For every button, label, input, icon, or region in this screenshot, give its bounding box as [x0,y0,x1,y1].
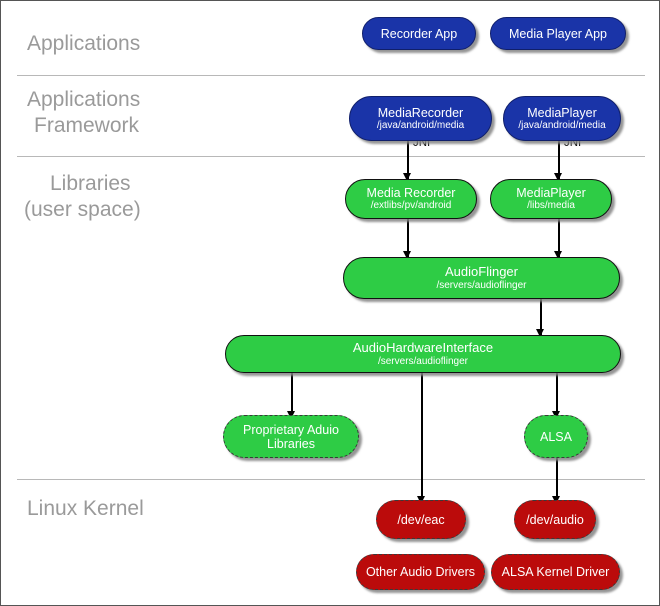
node-dev-audio[interactable]: /dev/audio [514,500,596,539]
node-dev-audio-title: /dev/audio [526,512,584,527]
connector-ahi-proprietary [291,373,293,415]
node-mediaplayer-lib-path: /libs/media [527,200,575,212]
layer-label-applications: Applications [27,32,141,55]
node-mediaplayer-lib-title: MediaPlayer [516,186,586,201]
layer-label-applications-framework-line1: Applications [27,88,141,111]
node-audioflinger-title: AudioFlinger [445,264,518,280]
arrowhead-mediaplayer-audioflinger [554,251,562,259]
node-mediaplayer-framework-path: /java/android/media [518,119,606,131]
arrowhead-mediarecorder-jni [403,173,411,181]
node-audiohardwareinterface[interactable]: AudioHardwareInterface /servers/audiofli… [225,335,621,373]
node-mediaplayer-framework-title: MediaPlayer [527,105,597,120]
connector-ahi-dev-eac [421,373,423,500]
connector-mediaplayer-audioflinger [558,219,560,257]
node-dev-eac[interactable]: /dev/eac [376,500,466,539]
layer-label-libraries-line2: (user space) [24,198,141,221]
node-audiohardwareinterface-path: /servers/audioflinger [377,355,469,367]
arrowhead-mediarecorder-audioflinger [403,251,411,259]
arrowhead-audioflinger-ahi [536,329,544,337]
connector-alsa-dev-audio [556,458,558,500]
node-proprietary-audio-libraries-title-line1: Proprietary Aduio [243,422,339,437]
node-audiohardwareinterface-title: AudioHardwareInterface [352,340,494,356]
node-recorder-app[interactable]: Recorder App [362,17,476,50]
node-alsa-title: ALSA [540,429,572,444]
node-recorder-app-title: Recorder App [380,26,458,41]
divider-applications [17,75,645,76]
node-audioflinger[interactable]: AudioFlinger /servers/audioflinger [343,257,620,299]
node-mediaplayer-lib[interactable]: MediaPlayer /libs/media [490,179,612,219]
node-mediarecorder-framework[interactable]: MediaRecorder /java/android/media [349,96,492,141]
node-media-recorder-lib[interactable]: Media Recorder /extlibs/pv/android [345,179,477,219]
connector-mediarecorder-audioflinger [407,219,409,257]
node-other-audio-drivers[interactable]: Other Audio Drivers [356,554,485,590]
divider-kernel [17,479,645,480]
node-proprietary-audio-libraries-title-line2: Libraries [267,436,315,451]
node-mediarecorder-framework-title: MediaRecorder [377,105,464,120]
connector-audioflinger-ahi [540,299,542,335]
arrowhead-mediaplayer-jni [554,173,562,181]
layer-label-linux-kernel: Linux Kernel [27,497,144,520]
node-alsa[interactable]: ALSA [524,415,588,458]
layer-label-applications-framework-line2: Framework [34,114,140,137]
connector-ahi-alsa [556,373,558,415]
node-mediaplayer-framework[interactable]: MediaPlayer /java/android/media [503,96,621,141]
node-other-audio-drivers-title: Other Audio Drivers [365,565,476,579]
node-dev-eac-title: /dev/eac [397,512,445,527]
divider-framework [17,156,645,157]
node-proprietary-audio-libraries[interactable]: Proprietary Aduio Libraries [223,415,359,458]
node-media-recorder-lib-path: /extlibs/pv/android [370,200,452,212]
node-audioflinger-path: /servers/audioflinger [436,279,527,291]
node-media-recorder-lib-title: Media Recorder [366,186,456,201]
layer-label-libraries-line1: Libraries [50,172,131,195]
connector-mediarecorder-jni [407,141,409,179]
node-media-player-app[interactable]: Media Player App [490,17,626,50]
node-mediarecorder-framework-path: /java/android/media [376,119,465,131]
connector-mediaplayer-jni [558,141,560,179]
node-alsa-kernel-driver-title: ALSA Kernel Driver [501,565,610,579]
node-alsa-kernel-driver[interactable]: ALSA Kernel Driver [491,554,620,590]
node-media-player-app-title: Media Player App [509,26,607,41]
